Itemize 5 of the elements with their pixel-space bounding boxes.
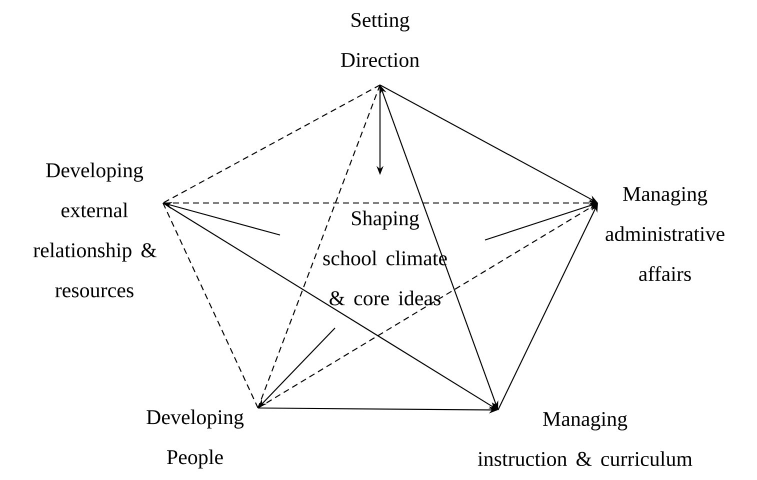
node-label: Developing People [146,409,244,469]
node-label: Managing instruction & curriculum [478,412,692,466]
node-label: Setting Direction [340,12,420,68]
node-label: Managing administrative affairs [606,186,724,282]
node-label: Developing external relationship & resources [33,162,157,298]
